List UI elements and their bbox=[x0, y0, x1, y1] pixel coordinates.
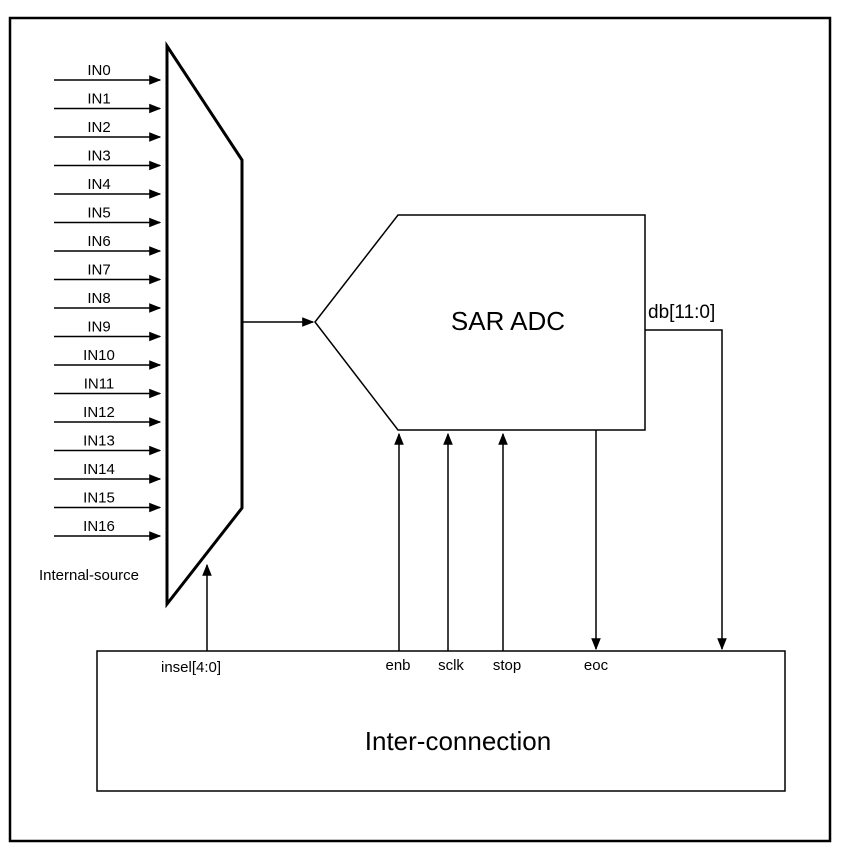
mux-input-label: IN2 bbox=[87, 119, 110, 136]
mux-input-label: IN7 bbox=[87, 262, 110, 279]
mux-input-label: IN13 bbox=[83, 433, 115, 450]
interconnect-block bbox=[96, 650, 786, 792]
mux-input-label: IN14 bbox=[83, 461, 115, 478]
mux-input-label: IN0 bbox=[87, 62, 110, 79]
db-output-arrow bbox=[645, 329, 727, 651]
mux-input-label: IN11 bbox=[84, 376, 115, 393]
db-output-label: db[11:0] bbox=[648, 302, 715, 323]
mux-inputs: IN0IN1IN2IN3IN4IN5IN6IN7IN8IN9IN10IN11IN… bbox=[54, 62, 162, 541]
stop-label: stop bbox=[493, 657, 521, 674]
adc-title: SAR ADC bbox=[451, 306, 565, 336]
mux-input-label: IN4 bbox=[87, 176, 110, 193]
internal-source-label: Internal-source bbox=[39, 567, 139, 584]
adc-shape bbox=[314, 214, 646, 431]
enb-label: enb bbox=[385, 657, 410, 674]
mux-input-label: IN3 bbox=[87, 148, 110, 165]
outer-frame bbox=[8, 16, 832, 843]
mux-input-label: IN8 bbox=[87, 290, 110, 307]
interconnect-title: Inter-connection bbox=[365, 726, 551, 756]
sclk-label: sclk bbox=[438, 657, 464, 674]
mux-shape bbox=[165, 40, 244, 609]
mux-input-label: IN1 bbox=[87, 91, 110, 108]
mux-input-label: IN15 bbox=[83, 490, 115, 507]
insel-label: insel[4:0] bbox=[161, 659, 221, 676]
mux-input-label: IN9 bbox=[87, 319, 110, 336]
mux-input-label: IN10 bbox=[83, 347, 115, 364]
mux-input-label: IN6 bbox=[87, 233, 110, 250]
mux-input-label: IN16 bbox=[83, 518, 115, 535]
mux-input-label: IN5 bbox=[87, 205, 110, 222]
mux-input-label: IN12 bbox=[83, 404, 115, 421]
eoc-label: eoc bbox=[584, 657, 609, 674]
